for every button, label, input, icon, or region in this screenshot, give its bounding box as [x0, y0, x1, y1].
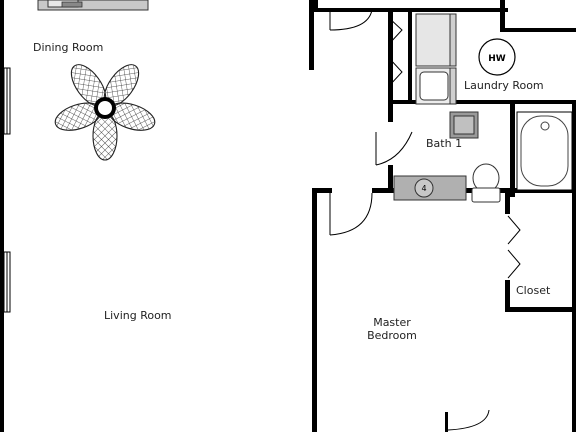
- room-label-dining: Dining Room: [33, 41, 104, 54]
- room-label-closet: Closet: [516, 284, 551, 297]
- wall-top-b: [318, 8, 508, 12]
- wall-top-a: [314, 0, 318, 12]
- wall-left-exterior: [0, 0, 4, 432]
- room-label-master-line2: Bedroom: [367, 329, 417, 342]
- vanity-sink-icon: [414, 178, 434, 198]
- wall-closet-left-upper: [505, 192, 510, 214]
- door-bath: [375, 131, 413, 166]
- laundry-appliances: [415, 13, 516, 139]
- ceiling-fan-icon: [54, 64, 156, 161]
- wall-laundry-bottom: [388, 100, 576, 104]
- doors: [329, 9, 490, 431]
- wall-top-d: [500, 28, 576, 32]
- wall-central-lower: [312, 190, 317, 432]
- wall-central-upper: [309, 0, 314, 70]
- wall-hall-lower: [388, 165, 393, 190]
- dining-counter: [37, 0, 149, 11]
- vanity-sink-number: 4: [421, 184, 426, 193]
- wall-closet-bottom: [505, 307, 576, 312]
- bifold-laundry-lower: [388, 57, 403, 87]
- water-heater-icon: [478, 38, 516, 76]
- room-label-bath: Bath 1: [426, 137, 463, 150]
- room-label-master: Master Bedroom: [362, 316, 422, 342]
- bifold-closet-upper: [507, 215, 521, 245]
- room-label-master-line1: Master: [373, 316, 411, 329]
- bifold-doors: [388, 17, 521, 279]
- bifold-closet-lower: [507, 249, 521, 279]
- dryer-icon: [415, 13, 457, 67]
- left-windows: [3, 67, 11, 313]
- wall-bath-right: [510, 102, 515, 197]
- wall-top-c: [500, 0, 505, 32]
- wall-laundry-left: [408, 10, 412, 102]
- room-label-laundry: Laundry Room: [464, 79, 544, 92]
- door-top-hall: [329, 9, 373, 31]
- wall-right-exterior: [572, 100, 576, 432]
- door-bedroom-lower: [447, 409, 490, 431]
- bedroom-door-jamb: [445, 412, 448, 432]
- door-bedroom-entry: [329, 192, 373, 236]
- wall-closet-left-lower: [505, 280, 510, 310]
- room-label-living: Living Room: [104, 309, 172, 322]
- water-heater-label: HW: [488, 54, 506, 64]
- wall-bedroom-top-left: [312, 188, 332, 193]
- wall-hall-upper: [388, 10, 393, 122]
- bifold-laundry-upper: [388, 17, 403, 45]
- bath-fixtures: [393, 111, 573, 203]
